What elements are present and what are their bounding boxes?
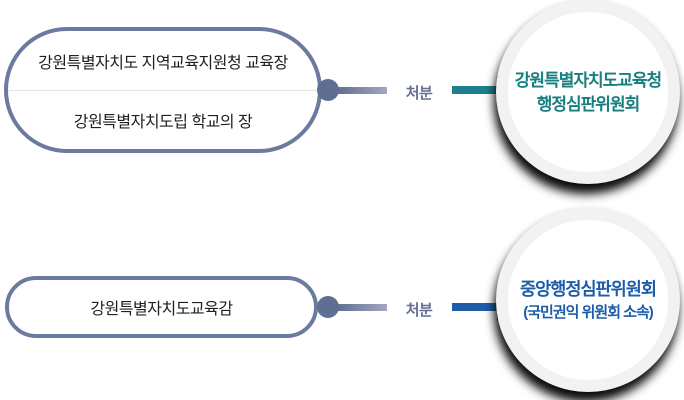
teal-arrow-shaft — [452, 86, 498, 94]
disposition-label: 처분 — [405, 302, 433, 319]
source-pill-line-1: 강원특별자치도 지역교육지원청 교육장 — [38, 54, 288, 72]
disposition-label: 처분 — [405, 85, 433, 102]
source-pill-education-superintendent-offices: 강원특별자치도 지역교육지원청 교육장 강원특별자치도립 학교의 장 — [4, 27, 322, 153]
target-circle-line-2: 행정심판위원회 — [536, 94, 640, 114]
pill-divider — [8, 90, 318, 91]
target-circle-line-1: 중앙행정심판위원회 — [520, 278, 657, 299]
source-pill-line-1: 강원특별자치도교육감 — [90, 301, 233, 318]
target-circle-central-committee: 중앙행정심판위원회 (국민권익 위원회 소속) — [494, 208, 680, 400]
blue-arrow-shaft — [452, 303, 498, 311]
circle-core: 강원특별자치도교육청 행정심판위원회 — [508, 12, 668, 172]
target-circle-line-2: (국민권익 위원회 소속) — [523, 303, 654, 321]
connector-dot — [317, 79, 339, 101]
connector-dot — [317, 296, 339, 318]
source-pill-line-2: 강원특별자치도립 학교의 장 — [73, 113, 253, 131]
connector-line — [337, 304, 387, 311]
connector-line — [337, 87, 387, 94]
source-pill-superintendent: 강원특별자치도교육감 — [5, 276, 318, 338]
target-circle-line-1: 강원특별자치도교육청 — [514, 70, 662, 90]
target-circle-provincial-committee: 강원특별자치도교육청 행정심판위원회 — [494, 0, 680, 194]
circle-core: 중앙행정심판위원회 (국민권익 위원회 소속) — [508, 220, 668, 380]
